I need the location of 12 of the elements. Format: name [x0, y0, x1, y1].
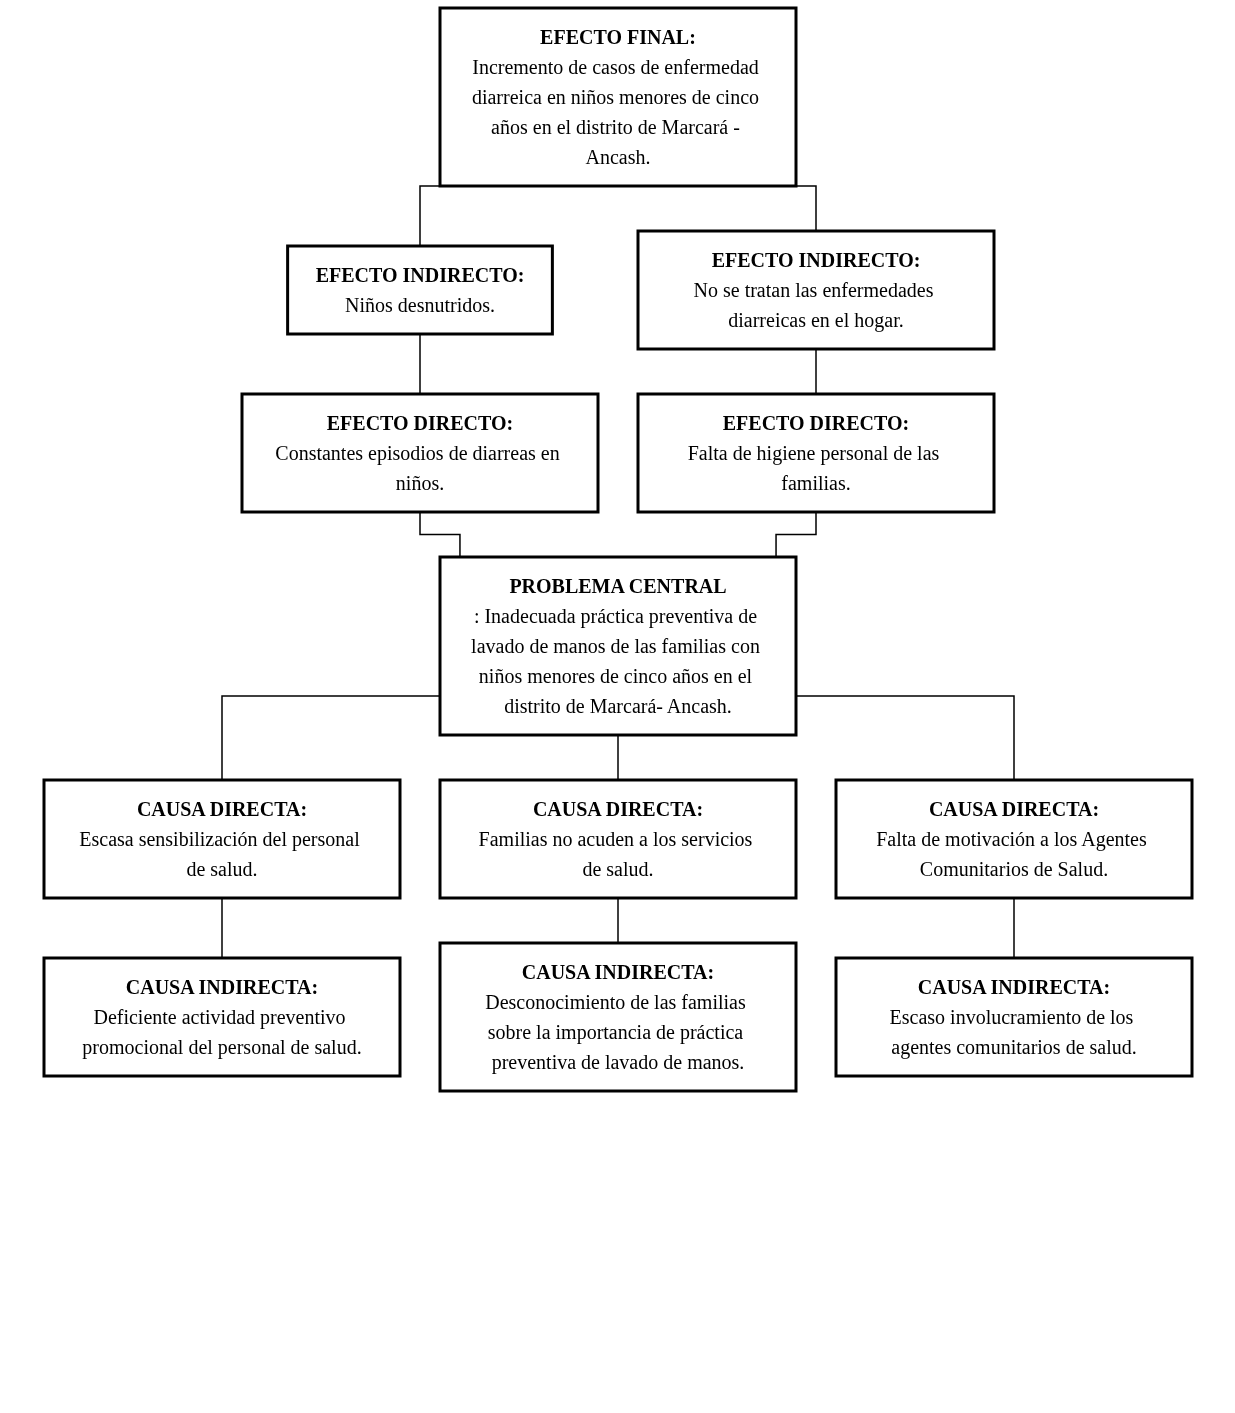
node-box: [42, 956, 401, 1078]
node-box: [438, 6, 797, 188]
node-box: [834, 778, 1193, 900]
node-box: [438, 778, 797, 900]
node-box: [834, 956, 1193, 1078]
node-box: [438, 555, 797, 737]
node-box: [285, 244, 554, 336]
node-box: [42, 778, 401, 900]
node-box: [636, 392, 995, 514]
node-box: [438, 941, 797, 1093]
node-box: [636, 229, 995, 351]
node-box: [240, 392, 599, 514]
